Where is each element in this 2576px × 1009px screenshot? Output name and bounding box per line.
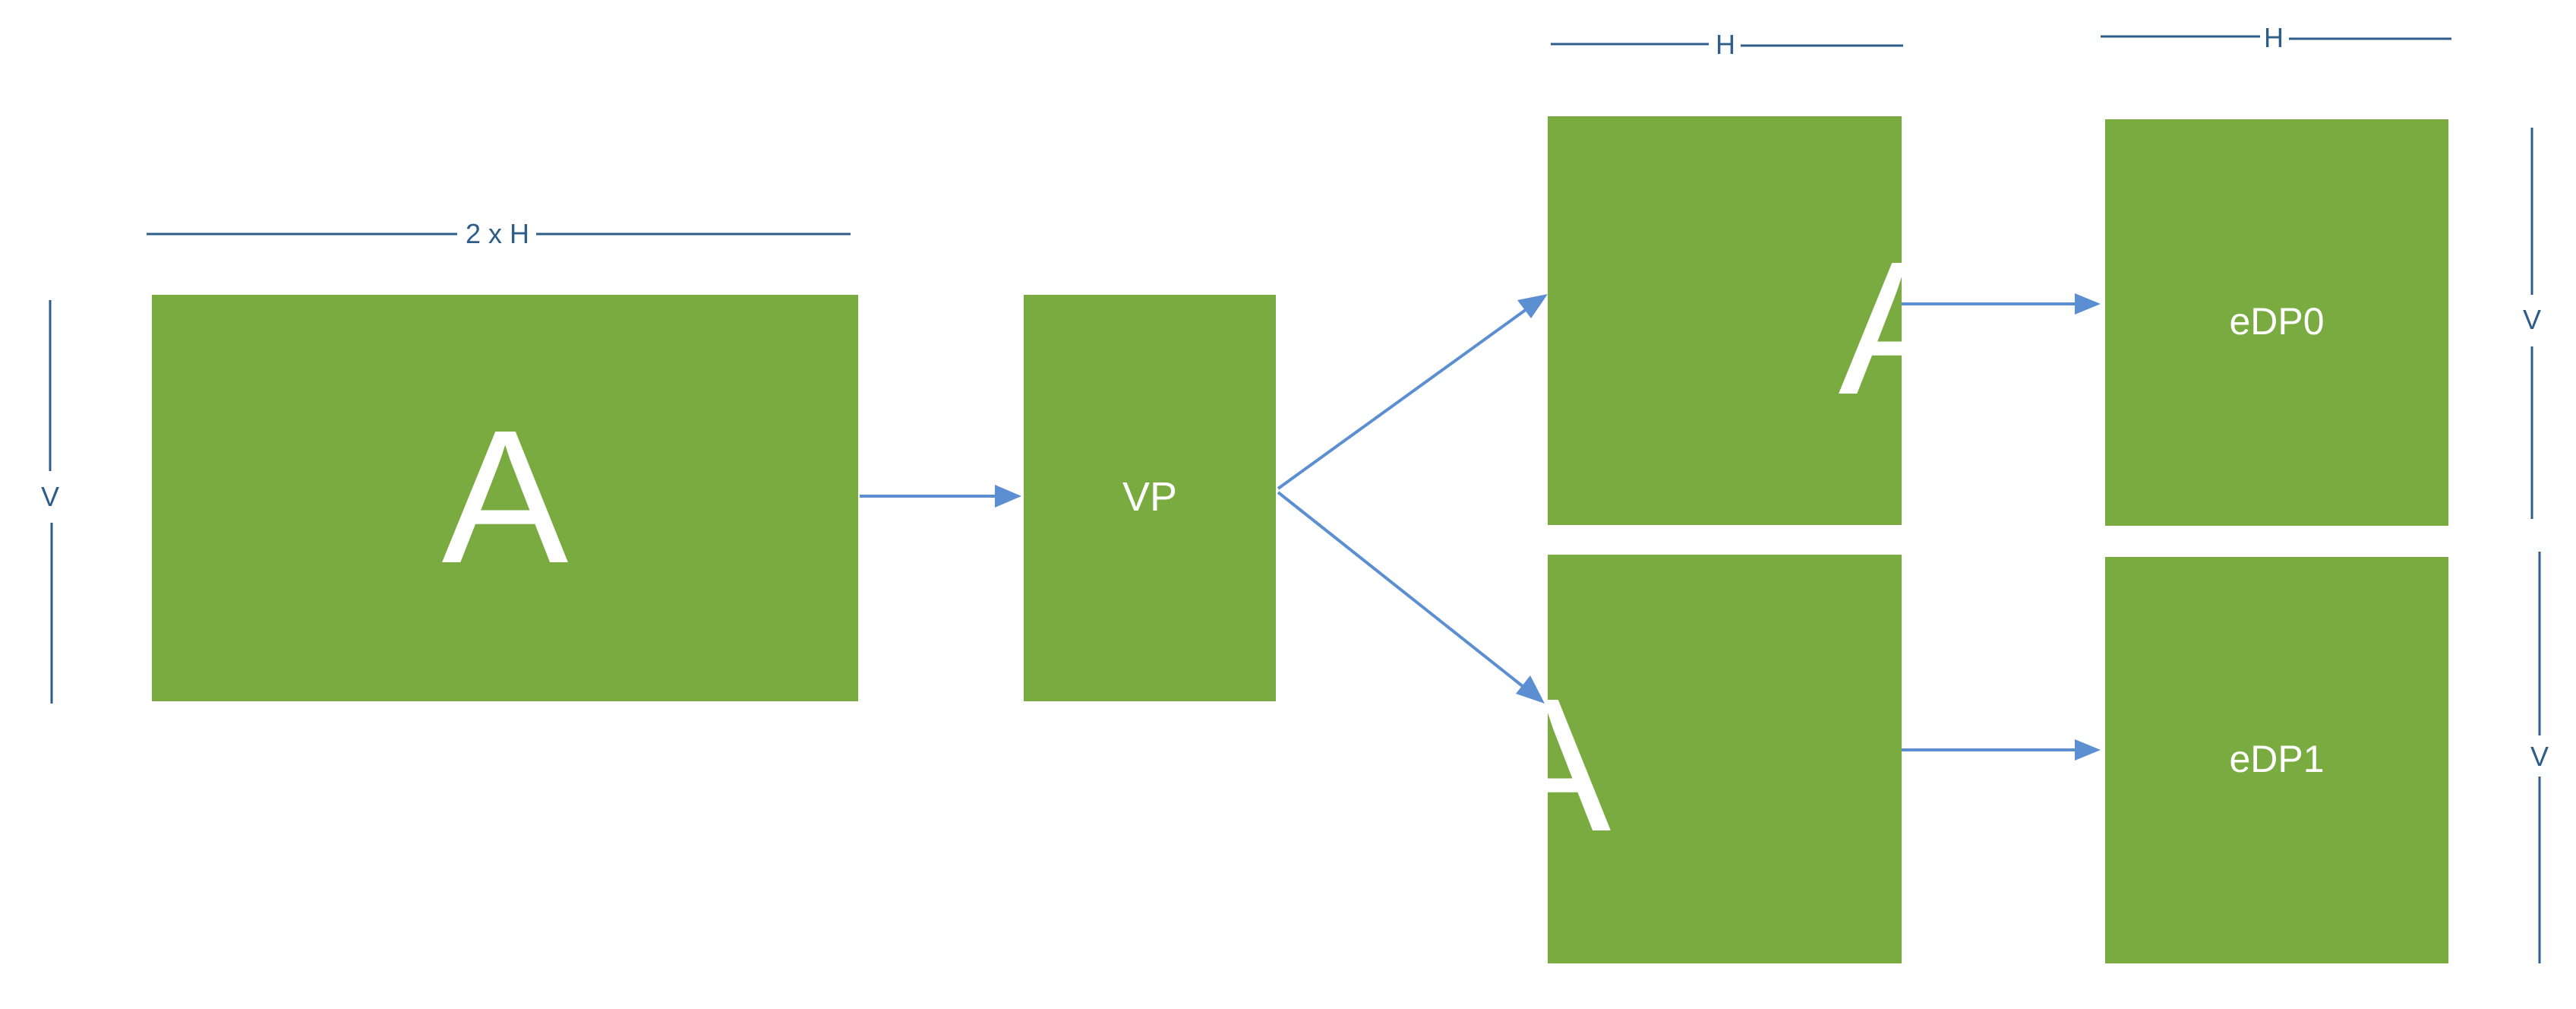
source-frame-box [152, 295, 858, 701]
split-top-box [1548, 116, 1902, 525]
source-height-label: V [41, 481, 59, 512]
split-bottom-box [1548, 555, 1902, 963]
edp0-height-label: V [2523, 304, 2541, 335]
split-bottom-label: A [1485, 659, 1612, 871]
arrow-processor-to-split-bottom [1277, 491, 1545, 704]
source-width-label: 2 x H [466, 218, 529, 249]
arrow-split-bottom-to-edp1 [1902, 739, 2101, 761]
arrow-split-top-to-edp0 [1902, 293, 2101, 315]
source-height-dimension: V [41, 300, 59, 704]
edp0-width-label: H [2264, 22, 2284, 53]
edp1-box [2105, 557, 2448, 963]
processor-label: VP [1122, 474, 1177, 520]
edp0-box [2105, 119, 2448, 526]
processor-box [1024, 295, 1276, 701]
source-width-dimension: 2 x H [147, 218, 851, 249]
source-frame-label: A [442, 391, 569, 603]
arrow-source-to-processor [860, 485, 1021, 508]
edp1-label: eDP1 [2229, 738, 2324, 780]
split-top-width-label: H [1716, 29, 1735, 60]
edp0-width-dimension: H [2101, 22, 2451, 53]
split-top-label: A [1839, 222, 1965, 434]
edp1-height-label: V [2530, 741, 2549, 772]
arrow-processor-to-split-top [1277, 294, 1548, 490]
edp0-height-dimension: V [2523, 128, 2541, 519]
split-top-width-dimension: H [1551, 29, 1903, 60]
edp1-height-dimension: V [2530, 552, 2549, 963]
edp0-label: eDP0 [2229, 300, 2324, 343]
